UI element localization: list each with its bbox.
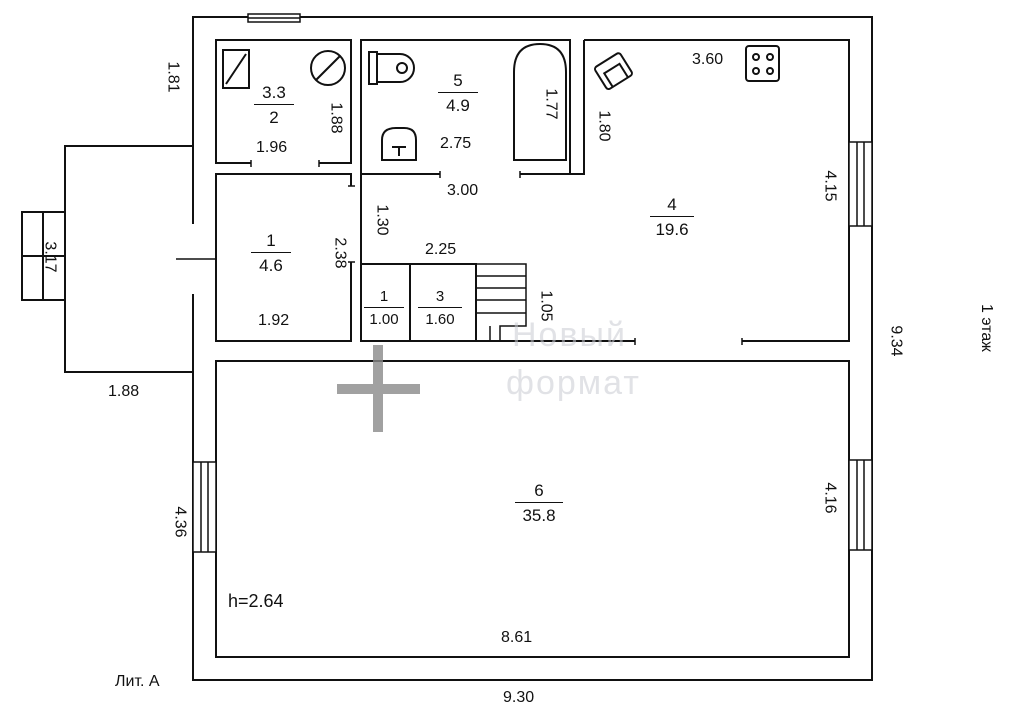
room-number: 3 [418, 289, 462, 308]
room-number: 3.3 [254, 84, 294, 105]
crosshair-icon [337, 345, 420, 432]
room-area: 4.9 [446, 96, 470, 115]
room-number: 5 [438, 72, 478, 93]
dim-r1-width: 1.92 [258, 312, 290, 329]
room-area: 1.00 [369, 311, 399, 328]
room-area: 1.60 [425, 311, 455, 328]
room-area: 35.8 [522, 506, 556, 525]
floor-label: 1 этаж [977, 304, 995, 352]
staircase [475, 263, 527, 341]
dim-porch-height: 3.17 [41, 241, 59, 273]
dim-r33-height: 1.88 [327, 102, 345, 134]
room-number: 1 [364, 289, 404, 308]
dim-stair-height: 1.05 [537, 290, 555, 322]
room-area: 19.6 [655, 220, 689, 239]
dim-corridor-width: 3.00 [447, 182, 479, 199]
porch-outline [64, 145, 193, 373]
dim-hall-right: 4.16 [821, 482, 839, 514]
room-number: 4 [650, 196, 694, 217]
armchair-icon [593, 52, 633, 90]
toilet-icon [368, 51, 415, 85]
room-area: 2 [269, 108, 279, 127]
sink-icon [381, 127, 417, 161]
room-number: 6 [515, 482, 563, 503]
window-hall-left [192, 461, 217, 553]
room-label-3: 3 1.60 [418, 289, 462, 327]
window-hall-right [848, 459, 873, 551]
washing-machine-icon [222, 49, 250, 89]
bathtub-icon [513, 42, 567, 161]
room-area: 4.6 [259, 256, 283, 275]
dim-bath-width: 2.75 [440, 135, 472, 152]
window-top [247, 13, 301, 23]
dim-porch-width: 1.88 [108, 383, 140, 400]
dim-kitchen-wall: 1.80 [595, 110, 613, 142]
dim-kitchen-height: 4.15 [821, 170, 839, 202]
room-label-3-3: 3.3 2 [254, 84, 294, 126]
watermark-line2: формат [506, 364, 641, 402]
room-label-1-small: 1 1.00 [364, 289, 404, 327]
ceiling-height: h=2.64 [228, 591, 284, 611]
dim-total-height: 9.34 [887, 325, 905, 357]
window-kitchen [848, 141, 873, 227]
dim-hall-width: 8.61 [501, 629, 533, 646]
stove-icon [745, 45, 780, 82]
room-4-walls [360, 39, 850, 342]
room-label-1: 1 4.6 [251, 232, 291, 274]
dim-r1-height: 2.38 [331, 237, 349, 269]
watermark-line1: Новый [512, 316, 627, 354]
litera-label: Лит. А [115, 673, 160, 690]
dim-left-top: 1.81 [164, 61, 182, 93]
room-label-5: 5 4.9 [438, 72, 478, 114]
dim-hall-left: 4.36 [171, 506, 189, 538]
dim-stair-top: 1.30 [373, 204, 391, 236]
room-label-6: 6 35.8 [515, 482, 563, 524]
room-label-4: 4 19.6 [650, 196, 694, 238]
dim-total-width: 9.30 [503, 689, 535, 706]
room-number: 1 [251, 232, 291, 253]
dim-r33-width: 1.96 [256, 139, 288, 156]
dim-kitchen-width: 3.60 [692, 51, 724, 68]
outer-wall [192, 16, 873, 681]
boiler-icon [310, 50, 346, 86]
dim-bath-height: 1.77 [542, 88, 560, 120]
dim-stair-width: 2.25 [425, 241, 457, 258]
